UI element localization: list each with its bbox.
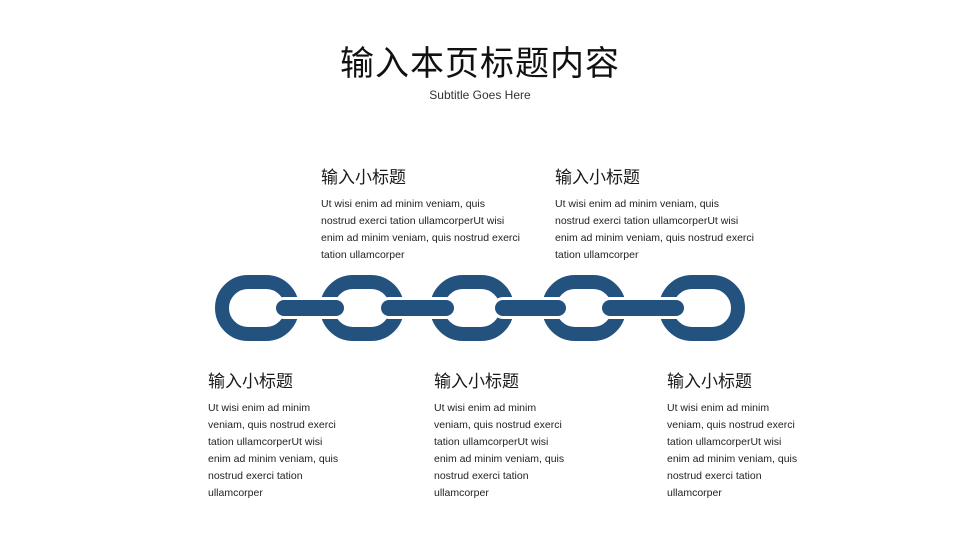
text-block-bottom-left: 输入小标题 Ut wisi enim ad minim veniam, quis… <box>208 370 348 502</box>
block-heading: 输入小标题 <box>434 372 519 392</box>
chain-connector-1 <box>276 300 344 316</box>
chain-links <box>215 275 745 341</box>
text-block-top-left: 输入小标题 Ut wisi enim ad minim veniam, quis… <box>321 166 521 264</box>
page-subtitle: Subtitle Goes Here <box>429 88 531 102</box>
text-block-bottom-center: 输入小标题 Ut wisi enim ad minim veniam, quis… <box>434 370 574 502</box>
block-heading: 输入小标题 <box>555 168 640 188</box>
block-heading: 输入小标题 <box>667 372 752 392</box>
chain-connector-4 <box>602 300 684 316</box>
block-text: Ut wisi enim ad minim veniam, quis nostr… <box>667 402 798 499</box>
block-text: Ut wisi enim ad minim veniam, quis nostr… <box>434 402 565 499</box>
block-text: Ut wisi enim ad minim veniam, quis nostr… <box>208 402 339 499</box>
block-heading: 输入小标题 <box>321 168 406 188</box>
block-text: Ut wisi enim ad minim veniam, quis nostr… <box>321 198 520 261</box>
chain-connector-2 <box>381 300 454 316</box>
chain-connector-3 <box>495 300 566 316</box>
page-title: 输入本页标题内容 <box>340 44 620 84</box>
block-heading: 输入小标题 <box>208 372 293 392</box>
block-text: Ut wisi enim ad minim veniam, quis nostr… <box>555 198 754 261</box>
text-block-bottom-right: 输入小标题 Ut wisi enim ad minim veniam, quis… <box>667 370 807 502</box>
text-block-top-right: 输入小标题 Ut wisi enim ad minim veniam, quis… <box>555 166 755 264</box>
